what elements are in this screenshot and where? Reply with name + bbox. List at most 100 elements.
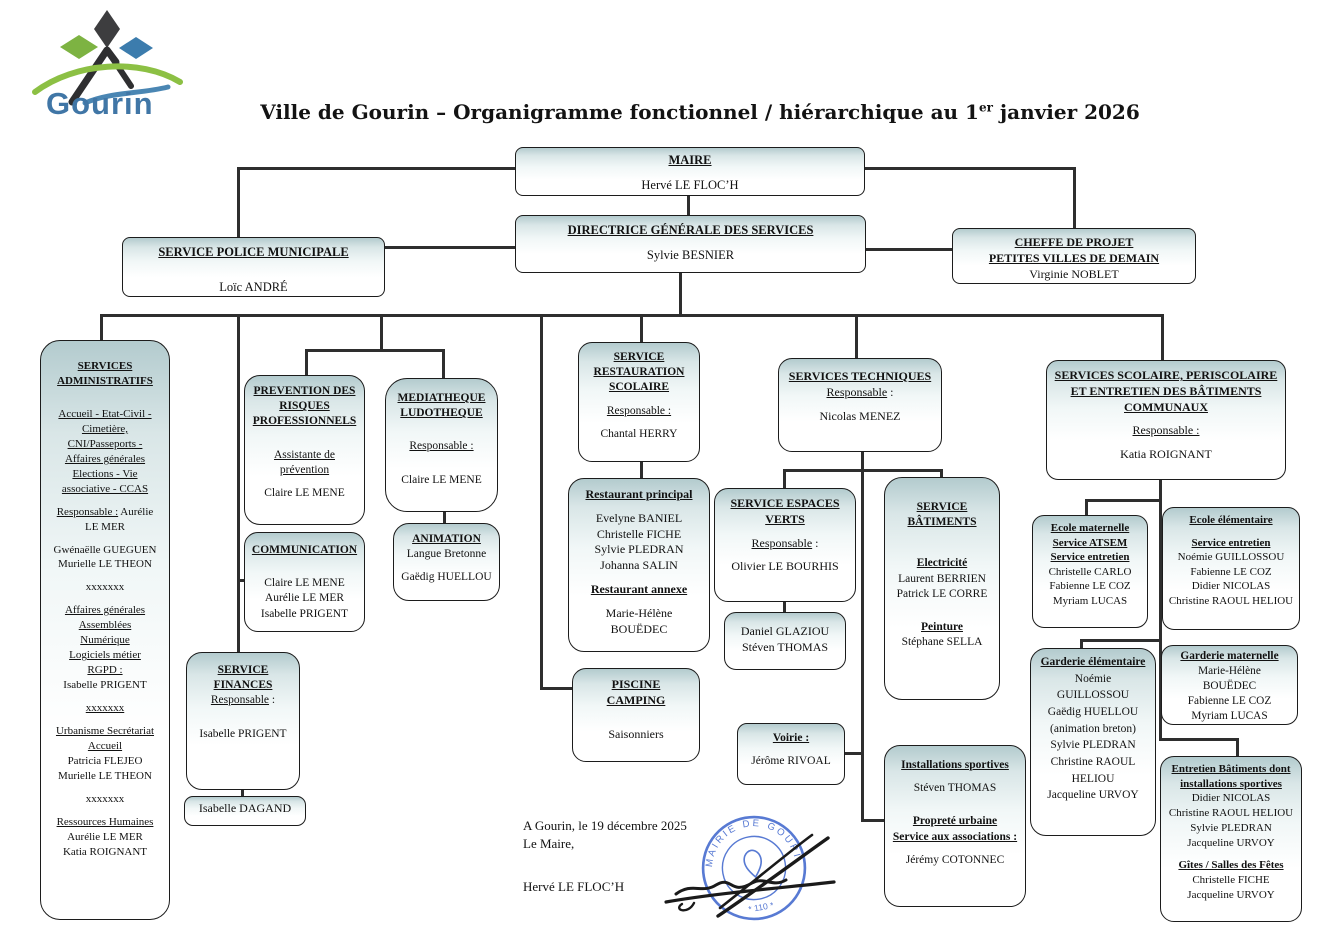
box-line: Patrick LE CORRE bbox=[896, 587, 988, 600]
box-line: Responsable : bbox=[1132, 423, 1200, 438]
box-line: Stéven THOMAS bbox=[741, 639, 829, 654]
box-line bbox=[1050, 415, 1282, 423]
box-line: Langue Bretonne bbox=[406, 548, 487, 561]
connector-line bbox=[1073, 167, 1076, 230]
connector-line bbox=[237, 579, 247, 582]
signature-block: A Gourin, le 19 décembre 2025 Le Maire, bbox=[523, 817, 687, 852]
box-line: RISQUES bbox=[279, 400, 330, 413]
box-line: Didier NICOLAS bbox=[1191, 792, 1271, 805]
box-line: ADMINISTRATIFS bbox=[57, 374, 153, 387]
box-line: Jérôme RIVOAL bbox=[751, 755, 831, 768]
gourin-logo: Gourin bbox=[30, 6, 190, 124]
box-line: Johanna SALIN bbox=[600, 558, 678, 573]
box-line: Stéven THOMAS bbox=[913, 782, 997, 795]
box-line bbox=[718, 551, 852, 559]
box-line: Voirie : bbox=[772, 732, 810, 744]
box-line: Electricité bbox=[916, 557, 968, 570]
box-line: PROFESSIONNELS bbox=[252, 415, 357, 428]
box-line: Evelyne BANIEL bbox=[595, 510, 683, 525]
box-line bbox=[1050, 439, 1282, 447]
box-line: Elections - Vie bbox=[72, 467, 138, 480]
box-line: Sylvie PLEDRAN bbox=[1050, 739, 1136, 752]
box-line: BOUËDEC bbox=[1202, 679, 1257, 692]
box-line: Katia ROIGNANT bbox=[1120, 447, 1212, 462]
box-line: Murielle LE THEON bbox=[58, 558, 152, 571]
box-line bbox=[44, 572, 166, 580]
box-line: PISCINE bbox=[611, 677, 661, 691]
connector-line bbox=[783, 601, 786, 614]
box-line: DIRECTRICE GÉNÉRALE DES SERVICES bbox=[567, 223, 814, 237]
box-line: SERVICE ESPACES bbox=[730, 496, 840, 510]
box-line: Numérique bbox=[80, 634, 130, 647]
box-line bbox=[888, 773, 1022, 781]
box-line bbox=[572, 503, 706, 511]
box-line: SCOLAIRE bbox=[608, 381, 670, 394]
box-line: Christine RAOUL HELIOU bbox=[1168, 807, 1294, 820]
box-line: RGPD : bbox=[87, 664, 123, 677]
connector-line bbox=[540, 687, 574, 690]
box-line: SERVICES TECHNIQUES bbox=[788, 369, 932, 383]
connector-line bbox=[1085, 499, 1161, 502]
box-line: Responsable : bbox=[409, 440, 474, 453]
connector-line bbox=[1080, 639, 1083, 650]
connector-line bbox=[855, 314, 858, 360]
box-line: Aurélie LE MER bbox=[67, 830, 143, 843]
box-line: Service entretien bbox=[1050, 551, 1130, 564]
box-line: Garderie élémentaire bbox=[1040, 656, 1146, 668]
box-line: FINANCES bbox=[213, 679, 273, 692]
box-line: Christelle FICHE bbox=[596, 526, 682, 541]
box-line: Responsable : bbox=[826, 384, 894, 399]
box-line bbox=[44, 784, 166, 792]
box-line bbox=[248, 478, 361, 486]
box-line: xxxxxxx bbox=[85, 792, 125, 805]
box-line: Marie-Hélène bbox=[605, 605, 673, 620]
page-title-superscript: er bbox=[978, 100, 993, 115]
box-line: Stéphane SELLA bbox=[901, 636, 983, 649]
box-line: Chantal HERRY bbox=[600, 427, 678, 440]
box-line: Gîtes / Salles des Fêtes bbox=[1178, 859, 1284, 872]
box-line bbox=[248, 558, 361, 576]
box-line bbox=[576, 709, 696, 727]
box-line bbox=[126, 261, 381, 279]
box-line: Claire LE MENE bbox=[401, 473, 482, 486]
box-line: Nicolas MENEZ bbox=[819, 408, 901, 423]
connector-line bbox=[679, 272, 682, 316]
box-line: Saisonniers bbox=[608, 726, 664, 741]
box-line: CAMPING bbox=[606, 692, 666, 707]
box-line: Fabienne LE COZ bbox=[1190, 565, 1272, 578]
connector-line bbox=[687, 196, 690, 216]
box-line: xxxxxxx bbox=[85, 702, 125, 715]
connector-line bbox=[861, 451, 864, 821]
signature-scribble bbox=[664, 833, 836, 918]
box-line: Didier NICOLAS bbox=[1191, 580, 1271, 593]
box-line: SERVICE bbox=[613, 351, 665, 363]
box-line: Christine RAOUL bbox=[1050, 756, 1136, 769]
box-line: Installations sportives bbox=[901, 759, 1009, 771]
connector-line bbox=[100, 314, 1162, 317]
box-line: Responsable : bbox=[210, 694, 276, 707]
box-line: Jacqueline URVOY bbox=[1187, 888, 1275, 901]
connector-line bbox=[237, 167, 240, 239]
connector-line bbox=[865, 167, 1075, 170]
box-line: installations sportives bbox=[1180, 777, 1282, 790]
box-line bbox=[888, 530, 996, 548]
box-line bbox=[44, 497, 166, 505]
box-line: Sylvie PLEDRAN bbox=[594, 542, 684, 557]
box-line: Laurent BERRIEN bbox=[898, 572, 986, 585]
box-line: Gaëdig HUELLOU bbox=[401, 571, 492, 584]
box-line: Olivier LE BOURHIS bbox=[731, 559, 839, 574]
box-line: Christine RAOUL HELIOU bbox=[1168, 594, 1294, 607]
box-line: CHEFFE DE PROJET bbox=[1014, 235, 1134, 249]
box-line bbox=[582, 419, 696, 427]
box-line: Claire LE MENE bbox=[264, 577, 345, 590]
box-line bbox=[519, 169, 861, 177]
box-line bbox=[888, 548, 996, 556]
